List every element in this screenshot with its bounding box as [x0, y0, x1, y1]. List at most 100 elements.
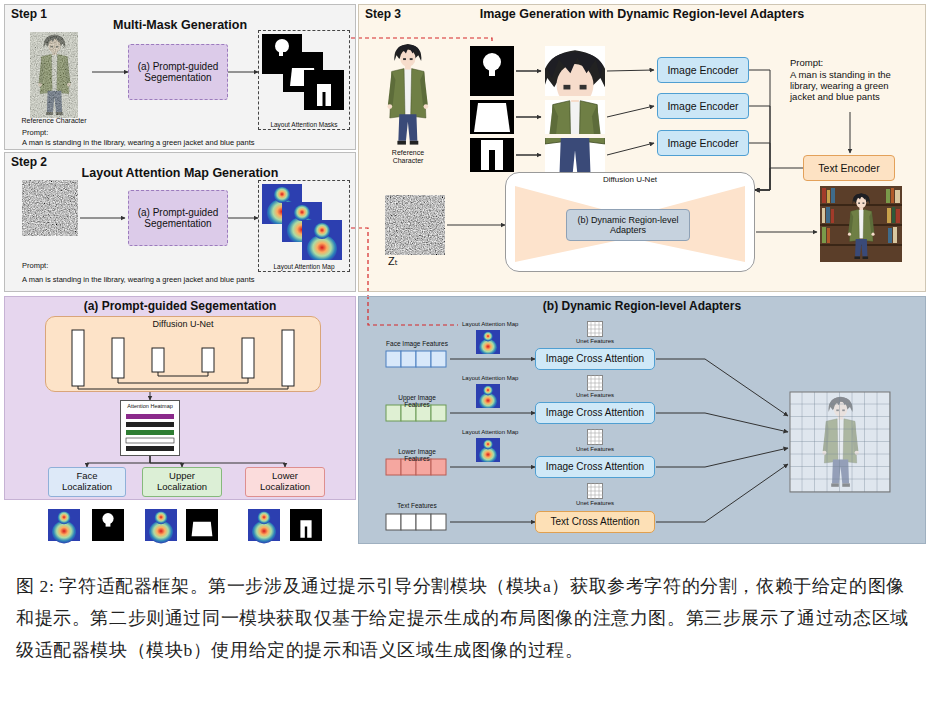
prompt-label: Prompt:	[790, 58, 823, 69]
region-masks	[470, 138, 514, 172]
arrow	[656, 359, 788, 522]
region-masks	[483, 53, 501, 71]
mask-images	[262, 34, 344, 110]
connector	[228, 72, 258, 73]
reference-image	[387, 44, 428, 145]
unet-shape	[242, 338, 254, 378]
heatmap-images	[476, 438, 500, 464]
output-image	[886, 189, 890, 203]
unet-shape	[505, 172, 755, 272]
localization-images	[290, 509, 322, 541]
panel-ground	[4, 296, 356, 500]
unet-shape	[515, 186, 745, 262]
encoder-box: Image Encoder	[657, 93, 749, 119]
connector	[87, 456, 150, 467]
feature-cells	[401, 351, 416, 367]
noisy-reference-image	[30, 32, 78, 118]
arrow	[607, 70, 654, 71]
panel-ground	[4, 4, 926, 544]
feature-cells	[386, 351, 401, 367]
noise-image	[22, 180, 78, 236]
heatmap-images	[476, 384, 500, 410]
noise-image	[385, 195, 445, 255]
node-text: Image Encoder	[667, 100, 738, 112]
unet-shape	[282, 330, 294, 386]
connector	[755, 168, 803, 190]
node-text: Image Encoder	[667, 64, 738, 76]
panel-ground	[4, 152, 356, 292]
node-text: (a) Prompt-guided Segementation	[133, 61, 223, 84]
output-feature-grid	[790, 392, 890, 492]
heatmap-images	[262, 184, 342, 263]
node-text: Diffusion U-Net	[153, 319, 214, 329]
localization-images	[92, 509, 124, 541]
node-text: Diffusion U-Net	[603, 175, 657, 184]
adapter-box: (b) Dynamic Region-level Adapters	[566, 209, 690, 241]
attention-stripes	[120, 400, 180, 456]
reference-character: Reference Character	[380, 40, 436, 166]
connector	[92, 72, 128, 73]
node-text: Reference Character	[381, 149, 435, 165]
prompt-label: Prompt:	[22, 129, 48, 138]
feature-label: Unet Features	[576, 446, 614, 453]
cross-attention-box: Image Cross Attention	[535, 348, 655, 370]
unet-feature-grid	[587, 321, 603, 337]
feature-vector: Lower Image Features	[384, 448, 450, 478]
node-text: (b) Dynamic Region-level Adapters	[543, 300, 741, 314]
mask-group: Layout Attention Masks	[258, 30, 350, 130]
output-image	[831, 188, 835, 203]
node-text: Image Generation with Dynamic Region-lev…	[365, 7, 919, 21]
attention-map-group: Layout Attention Map	[258, 180, 350, 272]
unet-feature-grid	[587, 375, 603, 391]
arrow	[656, 448, 788, 467]
connector	[450, 359, 535, 360]
unet-shape	[112, 338, 124, 378]
feature-cells	[416, 351, 431, 367]
feature-cells	[386, 405, 401, 421]
node-text: Upper Image Features	[386, 394, 448, 409]
region-crops	[541, 21, 609, 188]
unet-shape	[152, 348, 164, 372]
localization-images	[145, 509, 177, 543]
attention-stripes	[126, 414, 174, 419]
unet-shape	[45, 316, 321, 392]
region-crops	[539, 18, 612, 192]
output-image	[827, 190, 830, 203]
output-image	[822, 208, 825, 223]
prompt-label: Prompt:	[22, 262, 48, 271]
encoder-box: Image Encoder	[657, 130, 749, 156]
unet-shape	[202, 348, 214, 372]
reference-image	[387, 44, 428, 145]
output-image	[891, 188, 894, 203]
localization-box: Upper Localization	[142, 467, 222, 497]
output-image	[827, 228, 830, 243]
noisy-reference-image	[30, 32, 78, 118]
node-text: Image Cross Attention	[546, 407, 644, 419]
arrow	[516, 71, 541, 72]
output-image	[892, 207, 895, 223]
feature-vector: Face Image Features	[384, 340, 450, 370]
step-panel: Step 1Multi-Mask GenerationReference Cha…	[4, 4, 356, 150]
step-panel: Step 2Layout Attention Map Generation(a)…	[4, 152, 356, 292]
feature-cells	[386, 514, 401, 530]
cross-attention-box: Image Cross Attention	[535, 402, 655, 424]
reference-character: Reference Character	[16, 30, 92, 126]
node-text: Image Cross Attention	[546, 353, 644, 365]
region-masks	[470, 46, 514, 96]
output-image	[831, 209, 834, 223]
feature-cells	[431, 514, 446, 530]
map-label: Layout Attention Map	[462, 321, 518, 328]
feature-cells	[386, 459, 401, 475]
unet-feature-grid	[587, 483, 603, 499]
attention-stripes	[126, 438, 174, 443]
localization-images	[48, 509, 80, 543]
node-text: Face Localization	[53, 471, 121, 493]
arrow	[516, 117, 541, 118]
attention-stripes	[120, 400, 180, 456]
heatmap-images	[302, 220, 342, 263]
node-text: Image Encoder	[667, 137, 738, 149]
node-text: Zₜ	[388, 255, 398, 268]
node-text: Multi-Mask Generation	[11, 18, 349, 32]
